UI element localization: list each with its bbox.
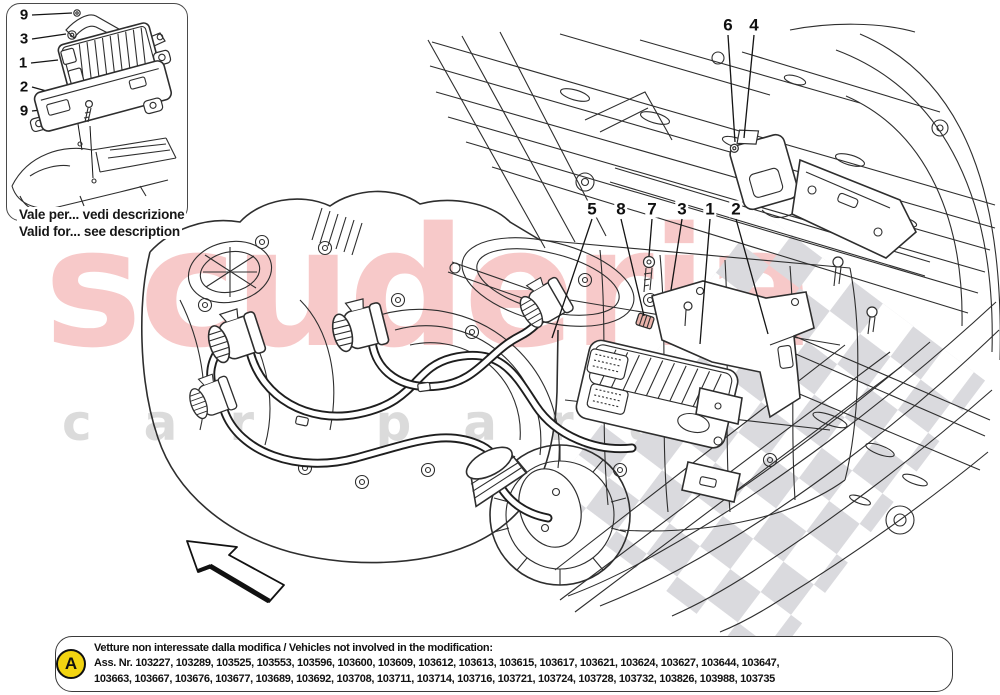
callout-label: 7 — [645, 199, 659, 219]
footnote-text: Vetture non interessate dalla modifica /… — [94, 641, 946, 688]
footnote-numbers-line1: Ass. Nr. 103227, 103289, 103525, 103553,… — [94, 657, 780, 669]
footnote-box: A Vetture non interessate dalla modifica… — [55, 636, 953, 692]
callout-label: 5 — [585, 199, 599, 219]
callout-label: 1 — [16, 54, 30, 72]
support-bracket — [681, 387, 743, 503]
leader-lines — [551, 34, 769, 345]
note-badge-a: A — [56, 649, 86, 679]
callout-label: 3 — [675, 199, 689, 219]
callout-label: 4 — [747, 15, 761, 35]
footnote-numbers-line2: 103663, 103667, 103676, 103677, 103689, … — [94, 672, 775, 685]
wheel-arch — [789, 23, 1000, 360]
footnote-title: Vetture non interessate dalla modifica /… — [94, 641, 493, 654]
inset-note-italian: Vale per... vedi descrizione — [17, 207, 187, 222]
inset-drawing — [11, 9, 177, 213]
callout-label: 6 — [721, 15, 735, 35]
wiring-harness — [183, 270, 637, 523]
callout-label: 3 — [17, 30, 31, 48]
callout-label: 2 — [17, 78, 31, 96]
retaining-clip — [635, 312, 655, 330]
variant-inset-box — [6, 3, 188, 221]
control-unit — [729, 129, 799, 211]
callout-label: 1 — [703, 199, 717, 219]
callout-label: 9 — [17, 6, 31, 24]
clutch-drum — [489, 444, 631, 586]
ecu-module — [575, 339, 739, 449]
callout-label: 2 — [729, 199, 743, 219]
callout-label: 8 — [614, 199, 628, 219]
mounting-bracket — [761, 158, 917, 259]
solenoid-connector — [183, 270, 576, 423]
callout-label: 9 — [17, 102, 31, 120]
cable-grommet — [465, 446, 528, 508]
inset-note-english: Valid for... see description — [17, 224, 182, 239]
direction-arrow — [186, 540, 285, 604]
mounting-bolt — [642, 255, 878, 335]
